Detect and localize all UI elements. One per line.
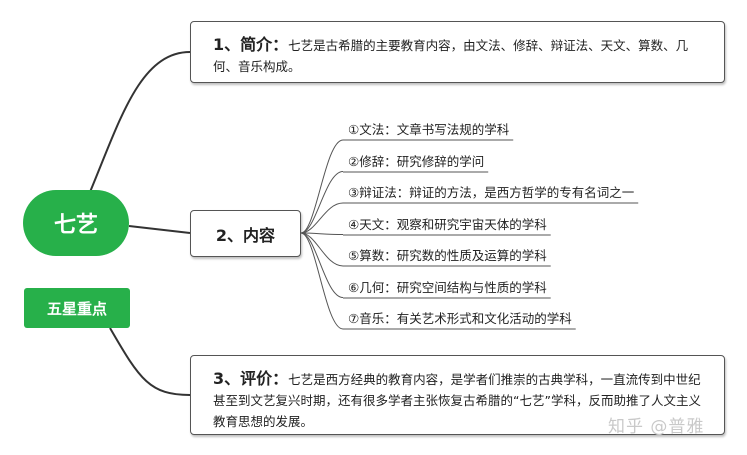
connector-root-eval: [109, 327, 191, 396]
intro-body: 1、简介：七艺是古希腊的主要教育内容，由文法、修辞、辩证法、天文、算数、几何、音…: [213, 34, 710, 77]
content-item: ⑦音乐：有关艺术形式和文化活动的学科: [348, 311, 572, 326]
content-item: ⑥几何：研究空间结构与性质的学科: [348, 279, 547, 295]
content-item: ④天文：观察和研究宇宙天体的学科: [348, 216, 547, 232]
content-item: ⑤算数：研究数的性质及运算的学科: [348, 248, 547, 263]
root-label: 七艺: [53, 213, 98, 238]
content-item-connector: [300, 139, 344, 234]
branch-content[interactable]: 2、内容: [190, 210, 301, 257]
content-item-connector: [300, 232, 344, 235]
priority-badge-label: 五星重点: [46, 299, 107, 318]
connector-root-content: [128, 225, 191, 234]
sub-item-connectors: [300, 139, 639, 330]
content-item: ①文法：文章书写法规的学科: [348, 122, 510, 137]
root-node[interactable]: 七艺: [23, 190, 129, 256]
evaluation-text: 七艺是西方经典的教育内容，是学者们推崇的古典学科，一直流传到中世纪甚至到文艺复兴…: [213, 372, 701, 429]
priority-badge: 五星重点: [24, 288, 130, 328]
branch-evaluation[interactable]: 3、评价：七艺是西方经典的教育内容，是学者们推崇的古典学科，一直流传到中世纪甚至…: [190, 355, 725, 435]
content-item-connector: [300, 232, 344, 267]
intro-heading: 1、简介：: [213, 35, 289, 54]
content-item: ③辩证法：辩证的方法，是西方哲学的专有名词之一: [348, 185, 635, 200]
content-item-connector: [300, 232, 344, 330]
branch-intro[interactable]: 1、简介：七艺是古希腊的主要教育内容，由文法、修辞、辩证法、天文、算数、几何、音…: [190, 21, 725, 83]
evaluation-heading: 3、评价：: [213, 369, 289, 388]
evaluation-body: 3、评价：七艺是西方经典的教育内容，是学者们推崇的古典学科，一直流传到中世纪甚至…: [213, 368, 710, 432]
content-item-connector: [300, 232, 344, 298]
content-item-connector: [300, 202, 344, 234]
watermark: 知乎 @普雅: [608, 417, 705, 437]
intro-text: 七艺是古希腊的主要教育内容，由文法、修辞、辩证法、天文、算数、几何、音乐构成。: [213, 38, 689, 74]
connector-root-intro: [89, 51, 191, 193]
content-item: ②修辞：研究修辞的学问: [348, 153, 485, 169]
content-item-connector: [300, 171, 344, 234]
content-heading: 2、内容: [215, 225, 276, 245]
